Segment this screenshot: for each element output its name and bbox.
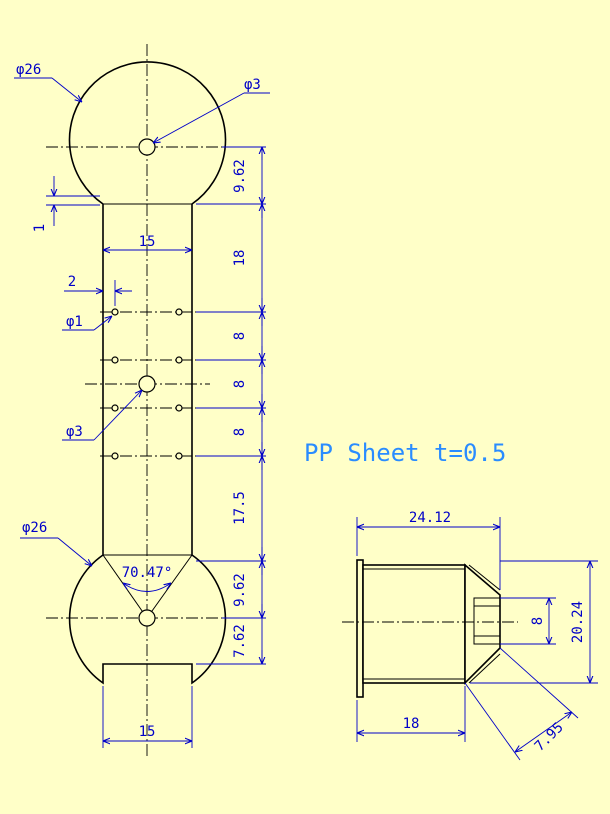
angle-arc <box>123 583 171 592</box>
dim-7-95: 7.95 <box>532 720 567 755</box>
phi26-bottom-leader <box>57 537 92 566</box>
side-body <box>362 564 466 684</box>
side-inner-rect <box>473 597 501 645</box>
angle-label: 70.47° <box>122 565 173 581</box>
middle-hole <box>138 375 156 393</box>
phi3-top-leader <box>153 92 245 143</box>
top-hole <box>138 138 156 156</box>
dim-20-24: 20.24 <box>570 601 586 643</box>
dim-7-95-line <box>515 712 572 752</box>
small-hole <box>175 404 183 412</box>
side-flange <box>356 559 364 698</box>
phi3-top-label: φ3 <box>244 77 261 93</box>
bottom-hole <box>138 609 156 627</box>
small-hole <box>111 452 119 460</box>
dim-18-bottom: 18 <box>403 716 420 732</box>
small-hole <box>111 308 119 316</box>
phi26-top-leader <box>51 77 82 102</box>
dim-2: 2 <box>68 274 76 290</box>
dim-15-bottom: 15 <box>139 724 156 740</box>
dim-18: 18 <box>232 250 248 267</box>
main-part <box>46 44 248 758</box>
dim-8-b: 8 <box>232 380 248 388</box>
ext-line <box>499 647 579 719</box>
dim-9-62: 9.62 <box>232 159 248 193</box>
side-view <box>342 559 518 698</box>
dim-15-top: 15 <box>139 234 156 250</box>
taper-inner-bottom <box>468 653 501 684</box>
main-dimensions: φ26 φ3 9.62 18 8 8 <box>14 62 270 748</box>
dim-9-62-b: 9.62 <box>232 573 248 607</box>
phi3-mid-label: φ3 <box>66 424 83 440</box>
phi26-bottom-label: φ26 <box>22 520 47 536</box>
dim-7-62: 7.62 <box>232 624 248 658</box>
phi1-label: φ1 <box>66 314 83 330</box>
side-taper <box>464 563 501 685</box>
taper-inner-top <box>468 564 501 591</box>
dim-24-12: 24.12 <box>409 510 451 526</box>
small-hole <box>111 404 119 412</box>
phi3-mid-leader <box>93 390 142 441</box>
dim-17-5: 17.5 <box>232 491 248 525</box>
small-hole <box>175 452 183 460</box>
dim-8-c: 8 <box>232 428 248 436</box>
phi1-leader <box>93 316 112 331</box>
dim-1: 1 <box>32 224 48 232</box>
ext-line <box>464 682 521 761</box>
small-hole <box>175 356 183 364</box>
dim-8-a: 8 <box>232 332 248 340</box>
small-hole <box>175 308 183 316</box>
phi26-top-label: φ26 <box>16 62 41 78</box>
material-title: PP Sheet t=0.5 <box>304 439 506 467</box>
part-outline <box>68 61 227 685</box>
small-hole <box>111 356 119 364</box>
dim-8-right: 8 <box>530 617 546 625</box>
